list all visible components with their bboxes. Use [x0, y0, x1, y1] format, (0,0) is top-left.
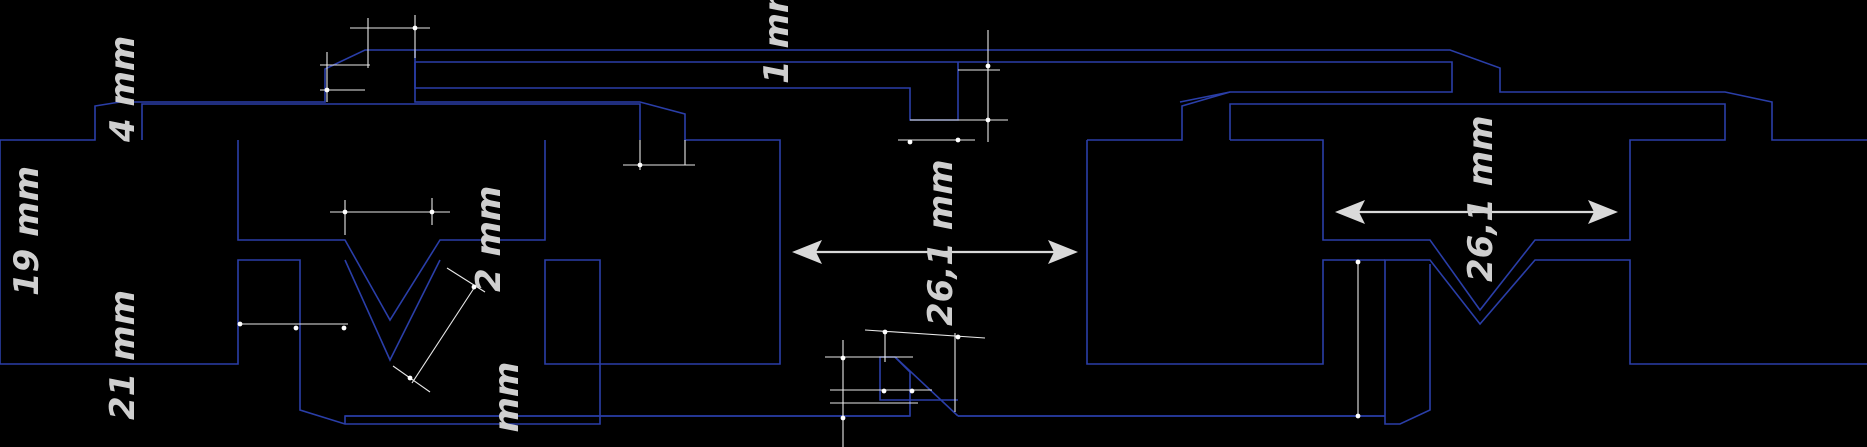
- right-profile-inner-rail: [1229, 103, 1726, 312]
- gap-width-arrow: [792, 240, 1078, 264]
- dim-top-thickness: 1 mm: [757, 0, 797, 84]
- dim-gap-width: 26,1 mm: [921, 159, 961, 326]
- bottom-connector-hook: [894, 356, 959, 417]
- dimension-lines: [237, 15, 1361, 447]
- dim-groove-depth: 2 mm: [469, 186, 509, 292]
- left-profile-cavity: [237, 140, 546, 322]
- dim-bottom-thickness: 1 mm: [487, 362, 527, 447]
- dim-right-span: 26,1 mm: [1461, 115, 1501, 282]
- top-connector-inner-b: [414, 62, 959, 121]
- right-span-arrow: [1335, 200, 1618, 224]
- dim-left-step: 4 mm: [103, 36, 143, 143]
- dim-left-bottom: 21 mm: [103, 290, 143, 420]
- left-profile-outline: [0, 49, 781, 425]
- right-profile-outline: [1087, 91, 1867, 425]
- right-profile-outer-main: [1086, 140, 1385, 365]
- top-connector: [415, 49, 1867, 141]
- left-profile-inner-rail: [141, 103, 641, 140]
- dim-left-height: 19 mm: [7, 166, 47, 296]
- left-v-groove: [344, 259, 441, 362]
- top-connector-inner: [415, 61, 1453, 103]
